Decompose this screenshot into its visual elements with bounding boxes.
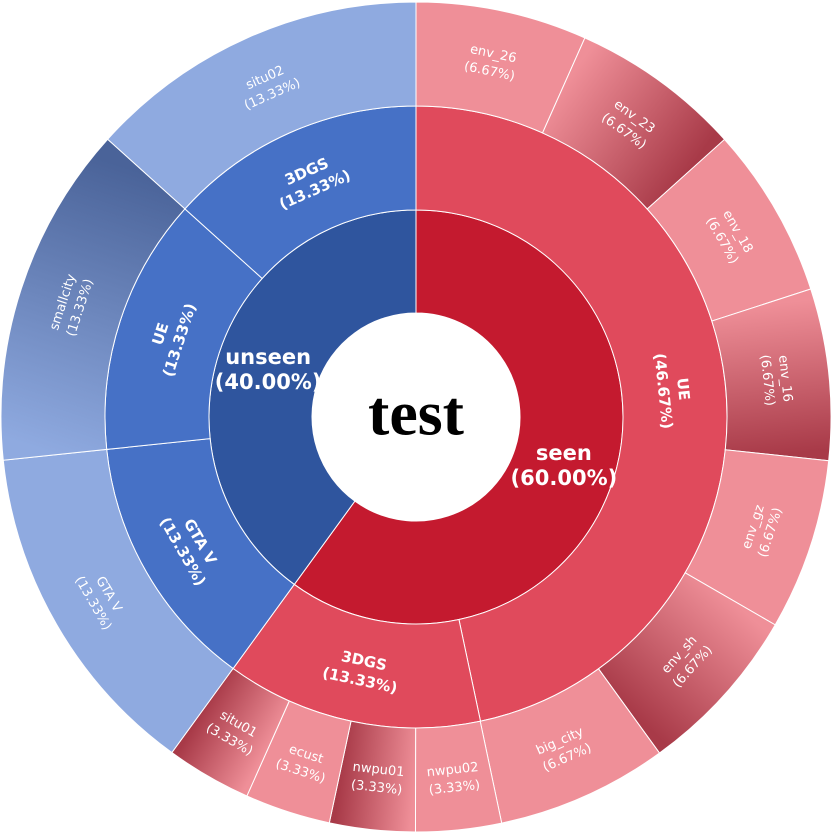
label-name: nwpu02	[426, 760, 479, 780]
label-name: UE	[673, 377, 693, 401]
label-name: env_16	[775, 354, 795, 402]
label-l3-nwpu02-7: nwpu02(3.33%)	[426, 760, 481, 798]
label-name: unseen	[225, 345, 311, 369]
label-l3-nwpu01-8: nwpu01(3.33%)	[350, 760, 405, 798]
center-hole	[312, 313, 520, 521]
label-l3-env-16-3: env_16(6.67%)	[757, 352, 795, 407]
label-pct: (3.33%)	[428, 778, 481, 798]
label-name: seen	[536, 441, 592, 465]
label-pct: (3.33%)	[350, 778, 403, 798]
label-pct: (60.00%)	[511, 466, 618, 490]
segment-l3-situ02-13	[106, 1, 417, 210]
label-name: nwpu01	[352, 760, 405, 780]
label-l1-unseen-1: unseen(40.00%)	[215, 345, 322, 394]
label-pct: (6.67%)	[757, 354, 777, 407]
label-l1-seen-0: seen(60.00%)	[511, 441, 618, 490]
chart-title: test	[368, 378, 465, 449]
label-pct: (40.00%)	[215, 370, 322, 394]
